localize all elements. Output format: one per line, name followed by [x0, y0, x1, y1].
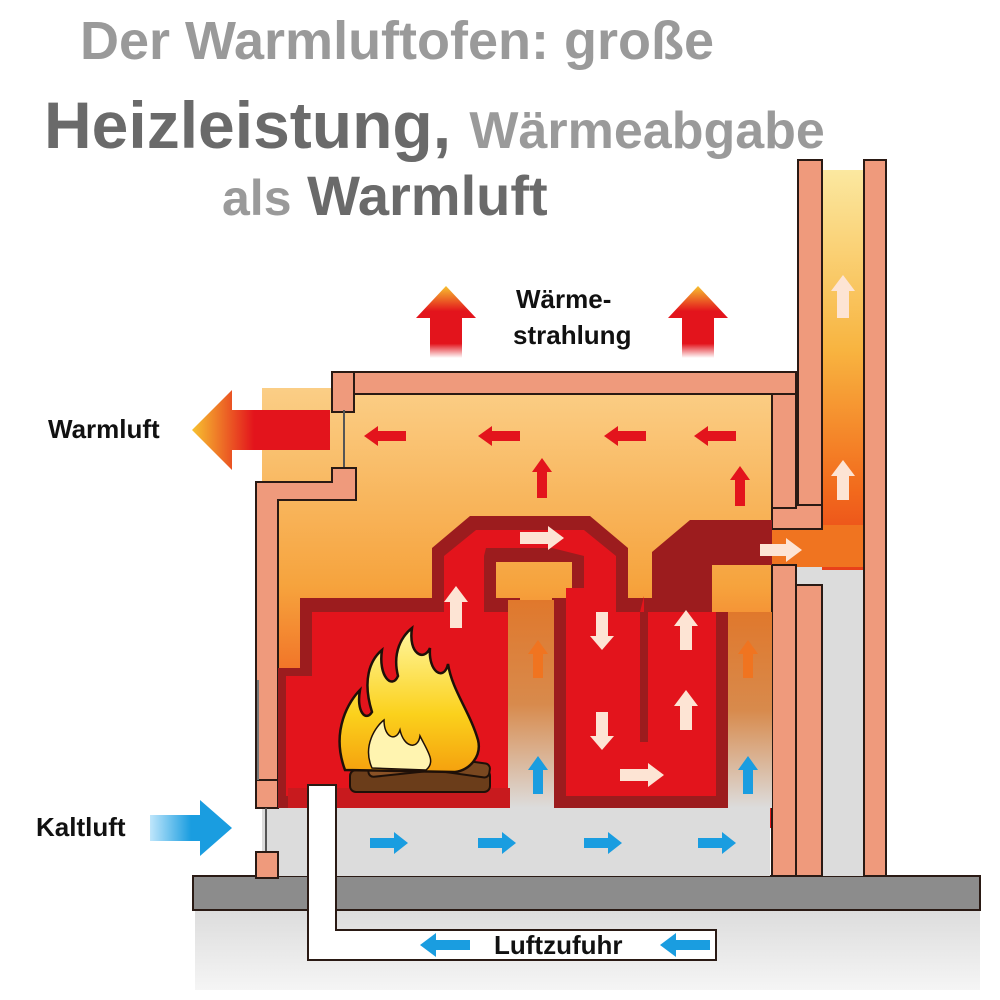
cold-air-inlet-upper-wall: [255, 779, 279, 809]
title-light-als: als: [222, 170, 292, 226]
title-line-1: Der Warmluftofen: große: [80, 11, 714, 71]
cold-air-flow-arrows: [370, 756, 758, 854]
chimney-side-cold: [822, 565, 864, 876]
cold-air-inlet-arrow: [150, 800, 232, 856]
label-warm-air: Warmluft: [48, 414, 160, 444]
label-radiation-line1: Wärme-: [516, 284, 611, 314]
cold-air-channel: [262, 805, 770, 876]
hot-air-flow-arrows: [364, 426, 750, 506]
chimney-flue: [822, 170, 864, 570]
stove-right-wall-upper: [771, 387, 797, 509]
chimney-wall-left-lower: [795, 584, 823, 877]
stove-top-wall: [331, 371, 797, 395]
stove-right-wall-lower: [771, 564, 797, 877]
chimney-wall-right: [863, 159, 887, 877]
title-bold-heizleistung: Heizleistung,: [44, 88, 452, 162]
flue-gas-arrows: [444, 275, 855, 787]
air-supply-arrows: [420, 933, 710, 957]
title-bold-warmluft: Warmluft: [307, 164, 548, 227]
warm-air-outlet-top-wall: [331, 371, 355, 413]
cold-air-inlet-lower-wall: [255, 851, 279, 879]
radiation-arrow-left: [416, 286, 476, 358]
radiation-arrow-right: [668, 286, 728, 358]
heated-air-arrows: [528, 640, 758, 678]
u-chamber: [566, 612, 716, 796]
title-line-2: Heizleistung, Wärmeabgabe: [44, 92, 825, 158]
label-radiation-line2: strahlung: [513, 320, 631, 350]
label-air-supply: Luftzufuhr: [494, 930, 623, 960]
label-cold-air: Kaltluft: [36, 812, 126, 842]
title-light-waermeabgabe: Wärmeabgabe: [469, 102, 825, 160]
chimney-wall-left-upper: [797, 159, 823, 511]
warm-air-outlet-arrow: [192, 390, 330, 470]
central-air-gap: [508, 600, 554, 808]
title-line-3: als Warmluft: [222, 168, 548, 224]
fire-flames: [338, 625, 481, 774]
